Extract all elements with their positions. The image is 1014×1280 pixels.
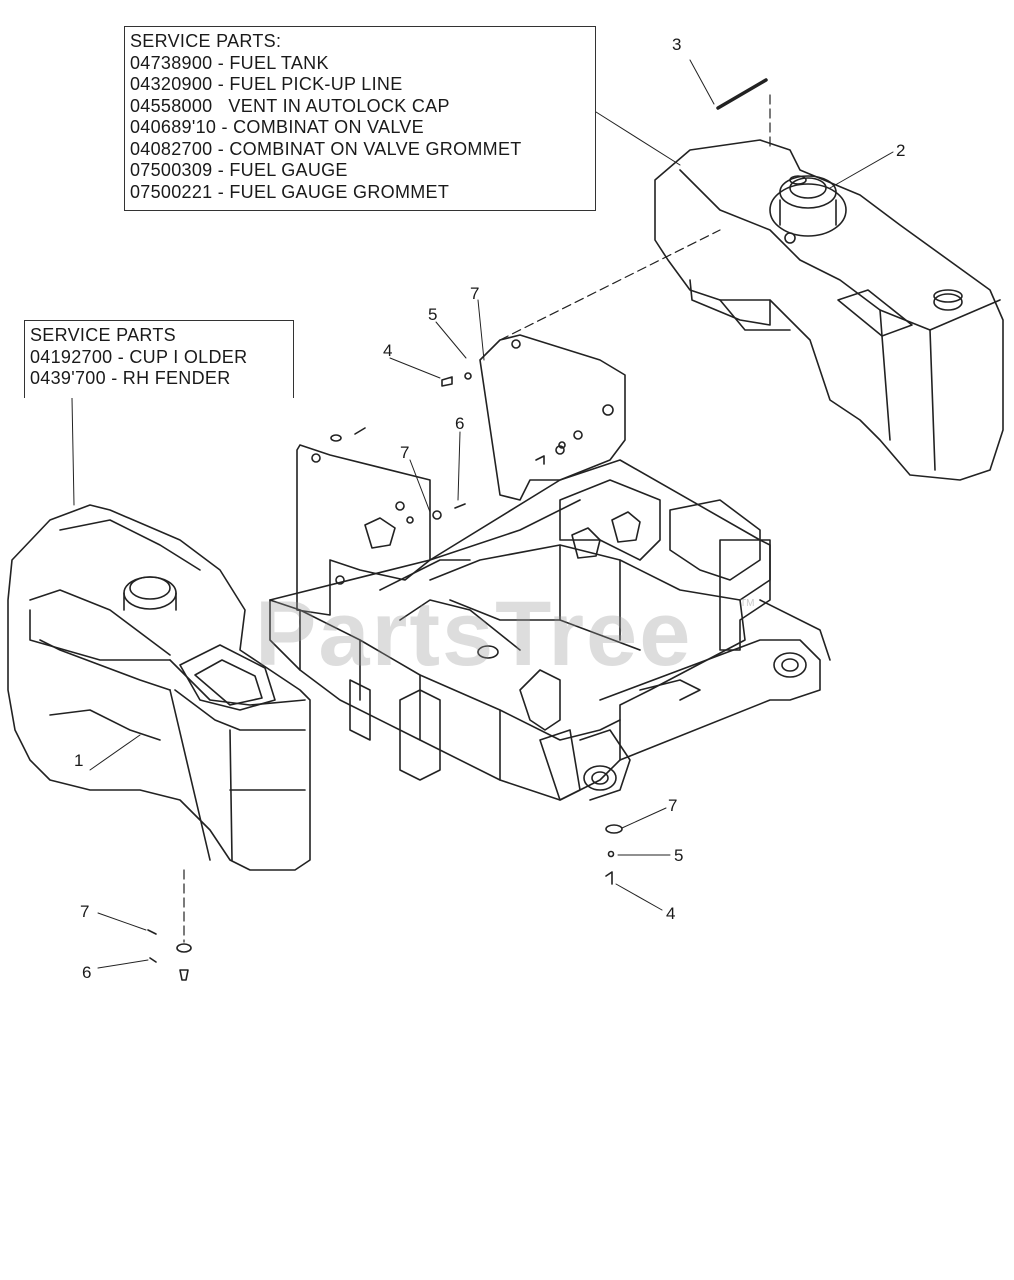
fender xyxy=(7,504,311,871)
callout-7-washer: 7 xyxy=(668,796,678,815)
service-parts-box-fender: SERVICE PARTS 04192700 - CUP I OLDER 043… xyxy=(24,320,294,398)
service-part-line: 04082700 - COMBINAT ON VALVE GROMMET xyxy=(130,138,522,159)
service-part-line: 04558000 VENT IN AUTOLOCK CAP xyxy=(130,95,450,116)
service-parts-box-fuel-tank: SERVICE PARTS: 04738900 - FUEL TANK 0432… xyxy=(124,26,596,211)
service-part-line: 07500221 - FUEL GAUGE GROMMET xyxy=(130,181,450,202)
fuel-tank xyxy=(654,139,1004,481)
callout-7-washer: 7 xyxy=(470,284,480,303)
hardware-right xyxy=(605,824,623,885)
service-parts-heading: SERVICE PARTS: xyxy=(130,31,282,51)
callout-6-screw: 6 xyxy=(82,963,92,982)
callout-1-fender: 1 xyxy=(74,751,84,770)
callout-4-bolt: 4 xyxy=(666,904,676,923)
main-frame xyxy=(269,334,831,801)
callout-5-lockwasher: 5 xyxy=(674,846,684,865)
service-part-line: 0439ʹ700 - RH FENDER xyxy=(30,368,231,388)
hardware-left xyxy=(147,929,192,981)
pin xyxy=(716,78,768,110)
service-part-line: 04192700 - CUP I OLDER xyxy=(30,346,248,367)
service-part-line: 04738900 - FUEL TANK xyxy=(130,52,329,73)
callout-7-washer: 7 xyxy=(400,443,410,462)
callout-4-bolt: 4 xyxy=(383,341,393,360)
callout-3-pin: 3 xyxy=(672,35,682,54)
callout-5-lockwasher: 5 xyxy=(428,305,438,324)
hardware-frame xyxy=(330,372,583,524)
service-part-line: 07500309 - FUEL GAUGE xyxy=(130,160,348,180)
service-parts-heading: SERVICE PARTS xyxy=(30,325,176,345)
watermark-tm: TM xyxy=(740,598,755,609)
service-part-line: 040689ʹ10 - COMBINAT ON VALVE xyxy=(130,117,424,137)
callout-2-cap: 2 xyxy=(896,141,906,160)
watermark: PartsTree xyxy=(255,583,693,685)
callout-6-screw: 6 xyxy=(455,414,465,433)
service-part-line: 04320900 - FUEL PICK-UP LINE xyxy=(130,74,403,94)
callout-7-washer: 7 xyxy=(80,902,90,921)
